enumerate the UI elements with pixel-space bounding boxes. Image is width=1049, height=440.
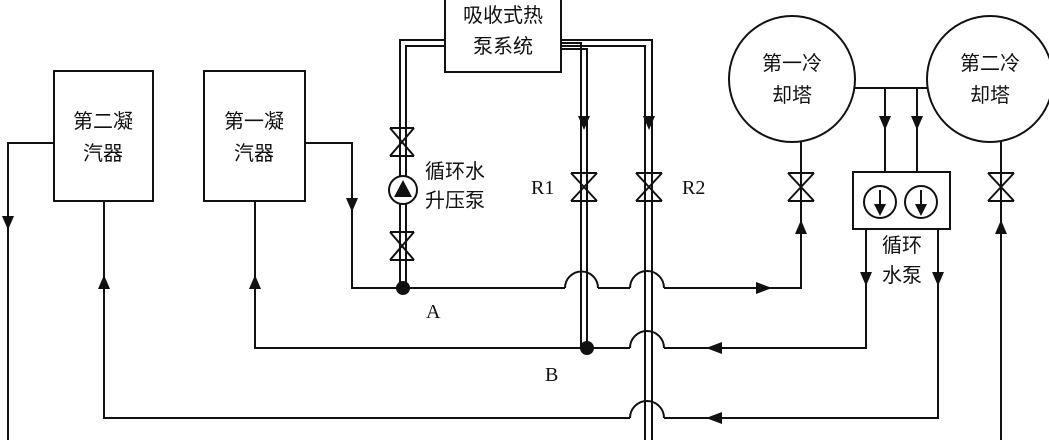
heat-pump-loop-pipes (399, 39, 653, 440)
line-a-arrow (756, 282, 772, 294)
bottom-line-arrow (706, 412, 722, 424)
r1-flow-arrow (578, 116, 590, 130)
valve-tower-2 (987, 172, 1015, 202)
valve-r1 (570, 172, 598, 202)
circulating-pump-label-2: 水泵 (882, 263, 922, 287)
pump-1-suction-arrow (879, 116, 891, 130)
return-line-bottom (103, 201, 939, 419)
condenser-2-outlet-pipe (7, 142, 54, 440)
circulating-pump-box (852, 171, 951, 230)
cooling-tower-2-label-1: 第二冷 (960, 51, 1020, 75)
absorption-heat-pump-label-1: 吸收式热 (463, 3, 543, 27)
pump-discharge-1-arrow (860, 272, 872, 286)
node-a (396, 281, 410, 295)
valve-r2-label: R2 (682, 177, 705, 199)
booster-pump-label-1: 循环水 (425, 159, 485, 183)
pump-2-suction-arrow (911, 116, 923, 130)
condenser-1-inlet-arrow (249, 275, 261, 289)
absorption-heat-pump-box: 吸收式热 泵系统 (444, 0, 562, 73)
condenser-1-box: 第一凝 汽器 (203, 70, 306, 202)
valve-r2 (635, 172, 663, 202)
condenser-1-outlet-arrow (346, 198, 358, 212)
valve-r1-label: R1 (531, 177, 554, 199)
booster-pump-symbol (388, 175, 418, 205)
condenser-2-box: 第二凝 汽器 (53, 70, 154, 202)
condenser-2-inlet-arrow (98, 275, 110, 289)
circulating-pump-label-1: 循环 (882, 233, 922, 257)
cooling-tower-1: 第一冷 却塔 (728, 15, 856, 143)
cooling-tower-2: 第二冷 却塔 (926, 15, 1049, 143)
cooling-tower-1-label-2: 却塔 (772, 83, 812, 107)
condenser-2-label-1: 第二凝 (73, 109, 133, 133)
condenser-1-label-1: 第一凝 (224, 109, 284, 133)
header-line-a (305, 142, 802, 289)
line-b-arrow (706, 342, 722, 354)
return-line-b (254, 201, 867, 349)
valve-upper-left-riser (389, 127, 415, 157)
tower-2-inlet-arrow (995, 220, 1007, 234)
tower-1-inlet-arrow (795, 220, 807, 234)
node-a-label: A (426, 301, 441, 323)
valve-lower-left-riser (389, 231, 415, 261)
condenser-1-label-2: 汽器 (234, 141, 274, 165)
cooling-tower-2-label-2: 却塔 (970, 83, 1010, 107)
condenser-2-label-2: 汽器 (83, 141, 123, 165)
node-b (580, 341, 594, 355)
absorption-heat-pump-label-2: 泵系统 (473, 34, 533, 58)
r2-flow-arrow (643, 116, 655, 130)
node-b-label: B (545, 364, 558, 386)
valve-tower-1 (787, 172, 815, 202)
condenser-2-outlet-arrow (2, 216, 14, 230)
pump-discharge-2-arrow (932, 272, 944, 286)
booster-pump-label-2: 升压泵 (425, 188, 485, 212)
cooling-tower-1-label-1: 第一冷 (762, 51, 822, 75)
